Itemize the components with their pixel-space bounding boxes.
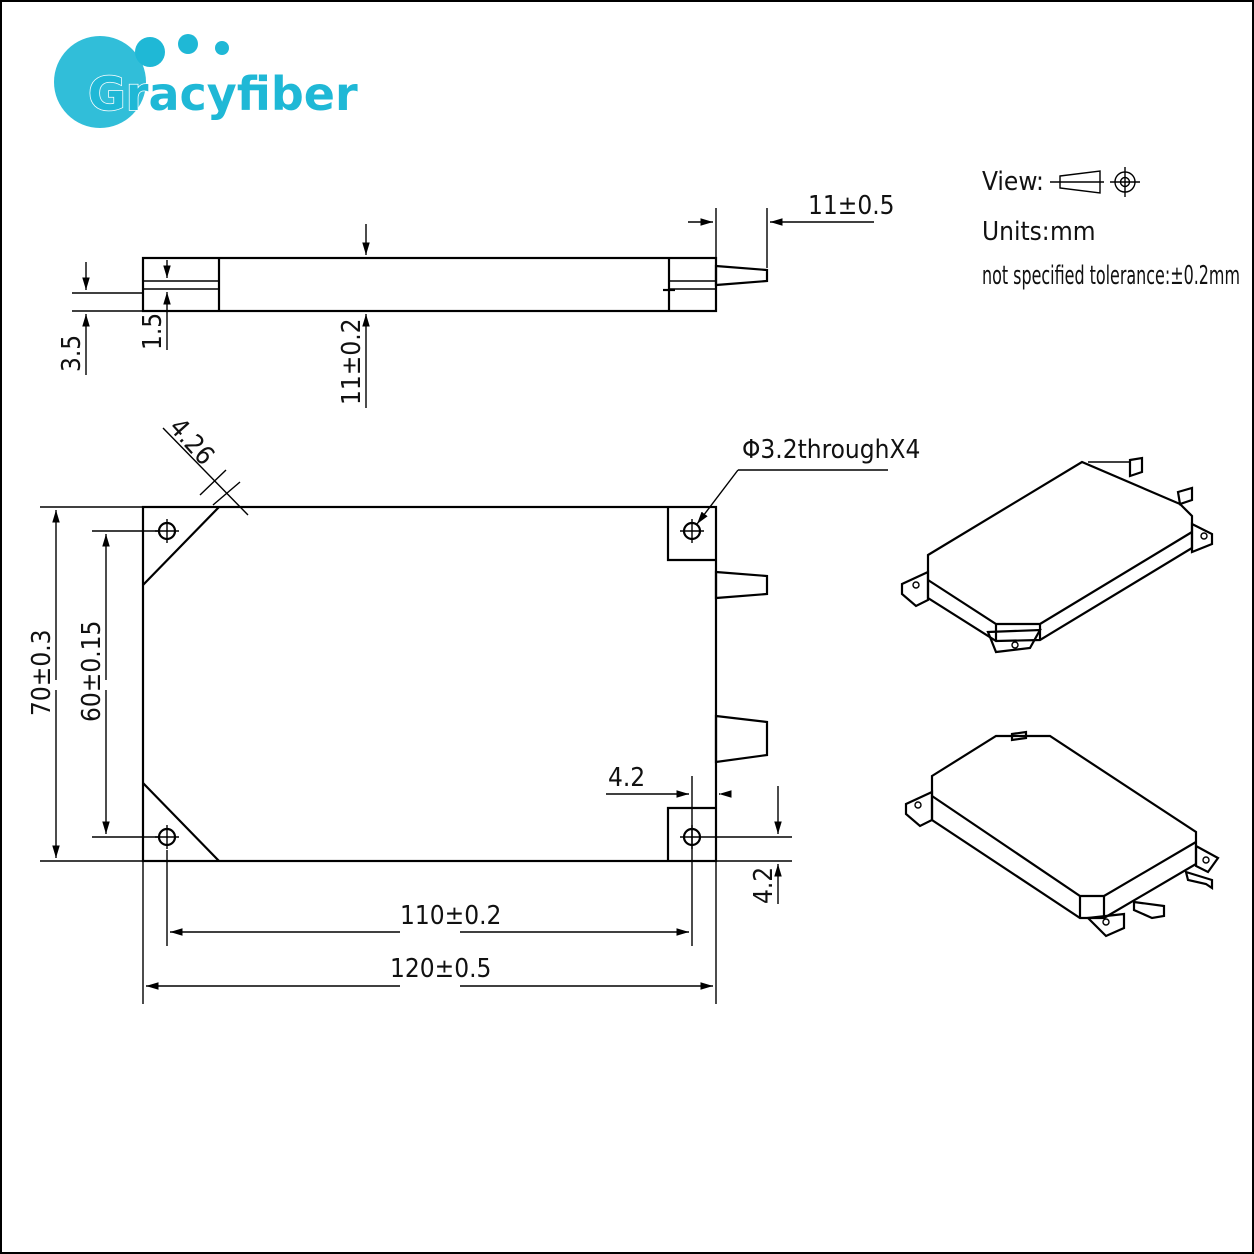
dim-hole-offset-x: 4.2 (608, 763, 645, 793)
view-label: View: (982, 167, 1044, 197)
mounting-hole-tr (680, 519, 704, 543)
dim-outer-height: 70±0.3 (27, 629, 57, 716)
dim-side-connector-height: 11±0.2 (337, 318, 367, 405)
side-body (141, 256, 718, 313)
units-value: mm (1050, 217, 1096, 247)
logo-bubble-small (178, 34, 198, 54)
top-view: Φ3.2throughX4 4.26 70±0.3 60±0.15 4.2 4.… (27, 413, 920, 1004)
projection-symbol-icon (1050, 167, 1140, 197)
dim-corner-chamfer: 4.26 (163, 413, 220, 472)
dim-outer-width: 120±0.5 (390, 954, 491, 984)
tolerance-note: not specified tolerance:±0.2mm (982, 261, 1240, 291)
brand-logo: Gracyfiber (54, 34, 359, 128)
dim-hole-offset-y: 4.2 (749, 867, 779, 904)
dim-side-slot-height: 1.5 (138, 313, 168, 350)
connector-bottom (714, 714, 769, 764)
drawing-notes: View: Units: mm not specified tolerance:… (982, 167, 1240, 291)
isometric-view-bottom (904, 730, 1220, 938)
dim-hole-pitch-height: 60±0.15 (77, 621, 107, 722)
logo-bubble-tiny (215, 41, 229, 55)
top-body (141, 505, 718, 863)
logo-bubble-large (54, 36, 146, 128)
units-label: Units: (982, 217, 1050, 247)
dim-side-total-height: 3.5 (57, 335, 87, 372)
side-connector (714, 264, 769, 287)
brand-name: Gracyfiber (88, 67, 358, 121)
connector-top (714, 570, 769, 600)
logo-bubble-medium (135, 37, 165, 67)
side-view: 11±0.5 3.5 1.5 11±0.2 (57, 191, 895, 408)
dim-hole-spec: Φ3.2throughX4 (742, 435, 920, 465)
isometric-view-top (900, 456, 1214, 654)
dim-hole-pitch-width: 110±0.2 (400, 901, 501, 931)
dim-connector-length: 11±0.5 (808, 191, 895, 221)
